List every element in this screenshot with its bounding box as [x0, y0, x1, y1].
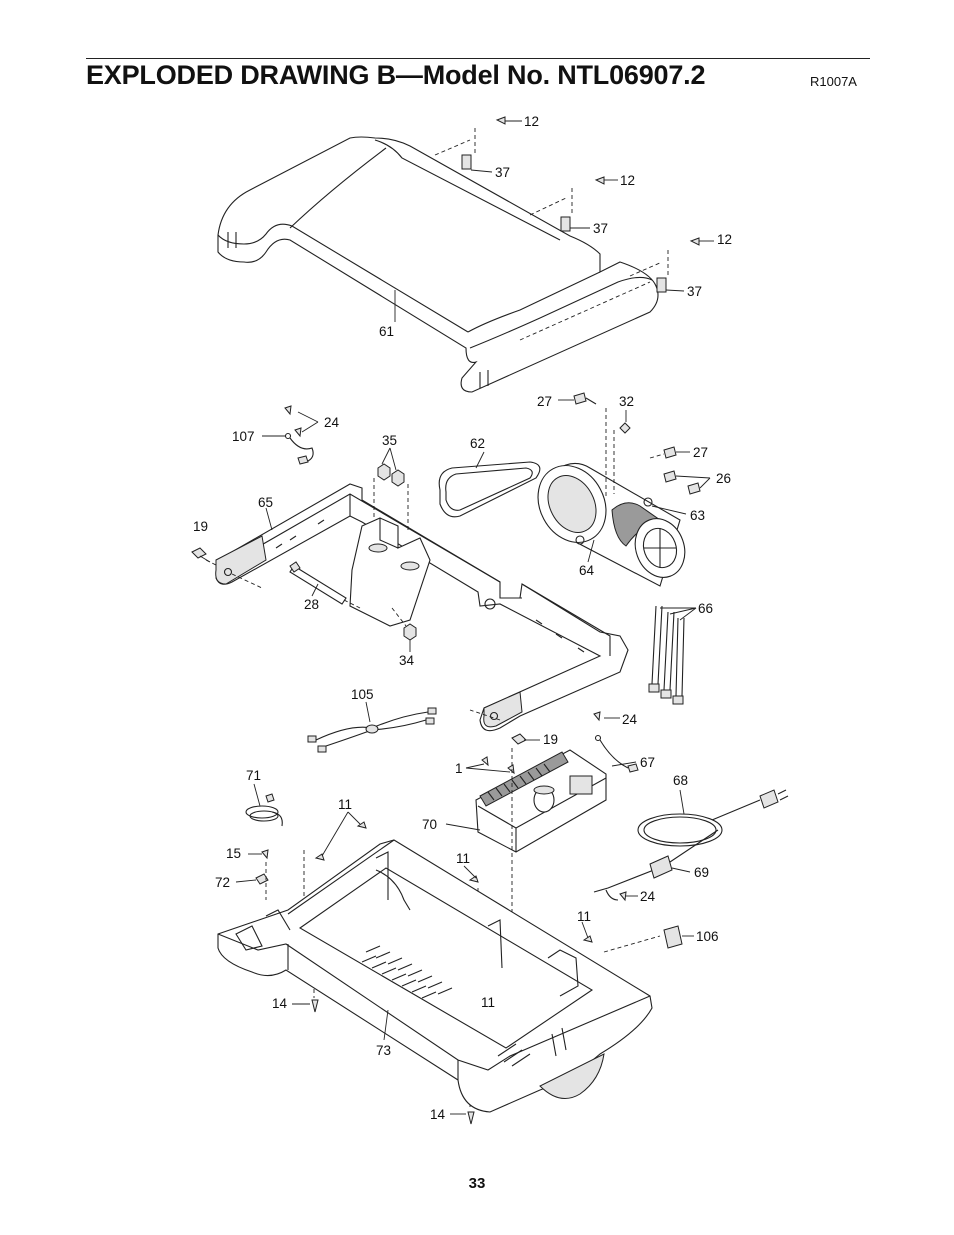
motor-bolts	[558, 392, 711, 515]
motor-controller	[445, 749, 607, 853]
callout-27: 27	[693, 445, 708, 460]
page-number: 33	[468, 1175, 486, 1192]
drive-belt	[438, 451, 541, 518]
callout-71: 71	[246, 768, 261, 783]
callout-73: 73	[376, 1043, 391, 1058]
callout-11: 11	[481, 995, 495, 1010]
callout-15: 15	[226, 846, 241, 861]
callout-65: 65	[258, 495, 273, 510]
callout-67: 67	[640, 755, 655, 770]
callout-37: 37	[687, 284, 702, 299]
callout-69: 69	[694, 865, 709, 880]
callout-26: 26	[716, 471, 731, 486]
callout-19: 19	[543, 732, 558, 747]
motor-hood-base	[217, 839, 653, 1113]
callout-72: 72	[215, 875, 230, 890]
callout-1: 1	[455, 761, 463, 776]
callout-63: 63	[690, 508, 705, 523]
callout-14: 14	[272, 996, 288, 1011]
cord-71	[245, 783, 283, 827]
ground-wire-67	[593, 711, 639, 773]
callout-62: 62	[470, 436, 485, 451]
motor-frame	[215, 483, 629, 732]
callout-labels: 12 37 12 37 12 37 61 27 32 24 107 35 62 …	[193, 114, 732, 1122]
callout-34: 34	[399, 653, 415, 668]
callout-37: 37	[593, 221, 608, 236]
motor-hood	[217, 136, 659, 393]
callout-11: 11	[338, 797, 352, 812]
callout-32: 32	[619, 394, 634, 409]
callout-61: 61	[379, 324, 394, 339]
callout-64: 64	[579, 563, 595, 578]
callout-12: 12	[524, 114, 539, 129]
power-cord	[593, 789, 789, 901]
callout-19: 19	[193, 519, 208, 534]
callout-35: 35	[382, 433, 397, 448]
callout-24: 24	[324, 415, 340, 430]
callout-107: 107	[232, 429, 255, 444]
header-rule	[86, 58, 870, 59]
callout-11: 11	[577, 909, 591, 924]
page-title: EXPLODED DRAWING B—Model No. NTL06907.2	[86, 60, 706, 90]
base-fasteners	[235, 748, 694, 1125]
callout-24: 24	[640, 889, 656, 904]
cable-ties	[648, 605, 697, 705]
callout-12: 12	[717, 232, 732, 247]
callout-27: 27	[537, 394, 552, 409]
callout-68: 68	[673, 773, 688, 788]
callout-12: 12	[620, 173, 635, 188]
drive-motor	[537, 408, 686, 587]
callout-66: 66	[698, 601, 713, 616]
callout-70: 70	[422, 817, 437, 832]
wire-harness-105	[307, 701, 437, 753]
drawing-code: R1007A	[810, 74, 857, 89]
callout-37: 37	[495, 165, 510, 180]
callout-105: 105	[351, 687, 374, 702]
hood-fasteners	[434, 116, 714, 293]
callout-106: 106	[696, 929, 719, 944]
callout-24: 24	[622, 712, 638, 727]
callout-14: 14	[430, 1107, 446, 1122]
frame-brackets	[191, 447, 540, 745]
callout-11: 11	[456, 851, 470, 866]
ground-wire-107	[262, 405, 319, 465]
callout-28: 28	[304, 597, 319, 612]
